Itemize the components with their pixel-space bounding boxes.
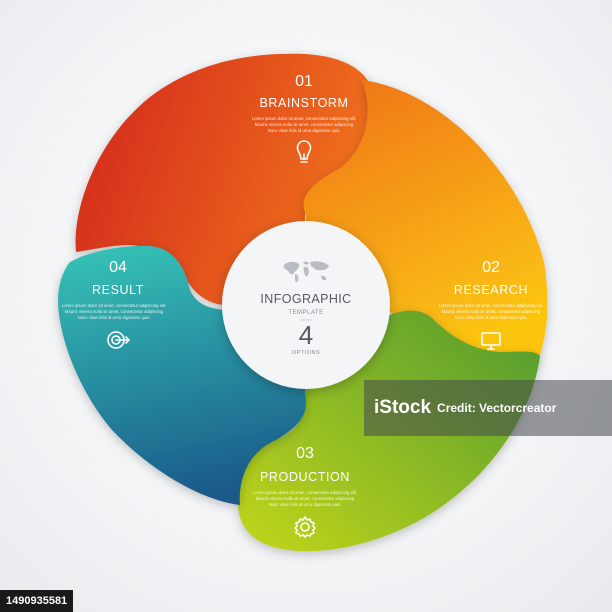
world-map-icon [283, 261, 329, 283]
stock-id-label: 1490935581 [0, 590, 74, 612]
center-circle: INFOGRAPHIC TEMPLATE 4 OPTIONS [222, 221, 390, 389]
step-02-title: RESEARCH [454, 283, 528, 297]
step-03-title: PRODUCTION [260, 470, 350, 484]
step-04-number: 04 [109, 259, 127, 276]
watermark-brand: iStock [374, 397, 432, 418]
step-01-desc-line-3: Nunc vitae felis id urna dignissim quis. [268, 128, 341, 133]
lightbulb-icon [296, 140, 312, 163]
watermark: iStock Credit: Vectorcreator [364, 380, 612, 436]
step-04-desc-line-2: Mauris viverra nulla sit amet, consectet… [65, 309, 164, 314]
step-01-number: 01 [295, 73, 313, 90]
step-02-desc-line-2: Mauris viverra nulla sit amet, consectet… [442, 309, 541, 314]
step-02-desc-line-1: Lorem ipsum dolor sit amet, consectetur … [439, 303, 544, 308]
center-count-label: OPTIONS [292, 350, 320, 356]
watermark-credit: Credit: Vectorcreator [437, 401, 557, 415]
monitor-icon [481, 332, 501, 350]
step-01-desc-line-1: Lorem ipsum dolor sit amet, consectetur … [252, 116, 357, 121]
step-04-desc-line-1: Lorem ipsum dolor sit amet, consectetur … [62, 303, 167, 308]
step-03-desc-line-2: Mauris viverra nulla sit amet, consectet… [256, 496, 355, 501]
center-subtitle: TEMPLATE [288, 310, 323, 316]
step-04-desc-line-3: Nunc vitae felis id urna dignissim quis. [78, 315, 151, 320]
center-title: INFOGRAPHIC [260, 292, 351, 306]
step-04-title: RESULT [92, 283, 144, 297]
center-count: 4 [299, 320, 313, 350]
target-icon [107, 331, 130, 349]
step-03-desc-line-3: Nunc vitae felis id urna dignissim quis. [269, 502, 342, 507]
step-02-desc-line-3: Nunc vitae felis id urna dignissim quis. [455, 315, 528, 320]
gear-icon [294, 516, 316, 538]
step-03-number: 03 [296, 445, 314, 462]
step-02-number: 02 [482, 259, 500, 276]
step-03-desc-line-1: Lorem ipsum dolor sit amet, consectetur … [253, 490, 358, 495]
step-01-title: BRAINSTORM [259, 96, 348, 110]
step-01-desc-line-2: Mauris viverra nulla sit amet, consectet… [255, 122, 354, 127]
